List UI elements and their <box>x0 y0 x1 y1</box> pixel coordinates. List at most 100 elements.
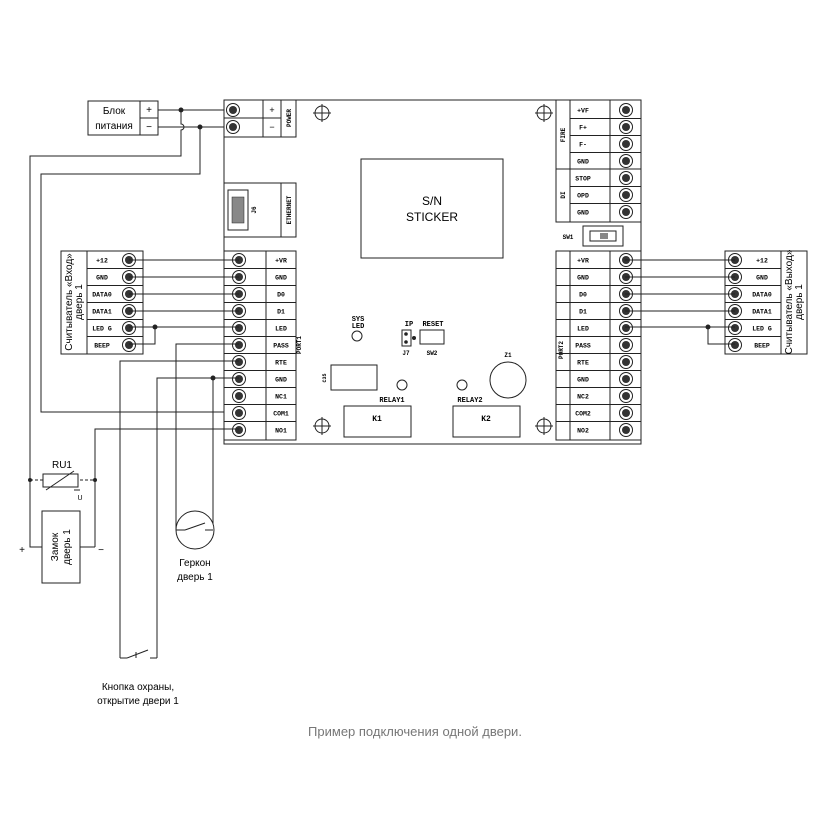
ethernet-jack-label: J6 <box>251 206 258 214</box>
reader-entry-wires <box>129 259 239 345</box>
port2-pins-screw-5 <box>619 338 633 352</box>
c35-component <box>330 364 378 391</box>
port1-pins-label-4: LED <box>275 326 287 333</box>
reader-entry: Считыватель «Вход» дверь 1 +12GNDDATA0DA… <box>60 250 144 355</box>
button-label-1: Кнопка охраны, <box>102 682 174 693</box>
reader-entry-title-1: Считыватель «Вход» <box>64 253 75 351</box>
reader-exit-pins-label-3: DATA1 <box>752 309 772 316</box>
port2-label: PORT2 <box>558 341 565 359</box>
port2-pins-screw-9 <box>619 406 633 420</box>
lock-label-1: Замок <box>50 532 61 561</box>
reader-entry-pins-label-0: +12 <box>96 258 108 265</box>
varistor-ru1: RU1 U <box>28 460 97 502</box>
reader-exit-wires <box>625 259 735 345</box>
relay1-led-icon <box>396 379 408 391</box>
relay2-label: RELAY2 <box>457 397 482 405</box>
port1-label: PORT1 <box>296 336 303 354</box>
port1-pins-label-8: NC1 <box>275 394 287 401</box>
ethernet-jack: J6 ETHERNET <box>223 182 297 238</box>
fire-pins-label-1: F+ <box>579 125 587 132</box>
port2-pins-screw-4 <box>619 321 633 335</box>
j7-jumper <box>401 329 412 347</box>
ip-label: IP <box>405 321 413 329</box>
power-terminal-screw-minus <box>226 120 240 134</box>
port1-pins-label-0: +VR <box>275 258 287 265</box>
power-terminal-minus: − <box>269 122 274 132</box>
relay-k2 <box>452 405 521 438</box>
reset-button-icon <box>419 329 445 345</box>
fire-pins-screw-1 <box>619 120 633 134</box>
reader-entry-pins-label-3: DATA1 <box>92 309 112 316</box>
power-supply-minus: − <box>146 122 152 133</box>
port1-pins-screw-5 <box>232 338 246 352</box>
port2-pins-label-1: GND <box>577 275 589 282</box>
fire-label: FIRE <box>560 127 567 142</box>
fire-pins-screw-0 <box>619 103 633 117</box>
sys-led-label-2: LED <box>352 323 365 331</box>
di-label-0: STOP <box>575 176 591 183</box>
port1-pins-screw-8 <box>232 389 246 403</box>
relay-k1 <box>343 405 412 438</box>
power-terminal-name: POWER <box>286 109 293 127</box>
reader-exit-pins-screw-4 <box>728 321 742 335</box>
lock-plus: + <box>19 545 25 556</box>
port1-pins-label-2: D0 <box>277 292 285 299</box>
reader-entry-pins-label-1: GND <box>96 275 108 282</box>
port1-pins-screw-9 <box>232 406 246 420</box>
port1-pins-label-5: PASS <box>273 343 289 350</box>
sn-sticker <box>360 158 504 259</box>
power-terminal-plus: + <box>269 105 274 115</box>
reader-entry-pins-label-4: LED G <box>92 326 112 333</box>
sticker-line2: STICKER <box>406 210 458 224</box>
door-lock: Замок дверь 1 + − <box>19 480 104 584</box>
port2-pins-label-10: NO2 <box>577 428 589 435</box>
sticker-line1: S/N <box>422 194 442 208</box>
fire-pins-screw-3 <box>619 154 633 168</box>
mounting-holes <box>313 104 553 435</box>
k1-label: K1 <box>372 415 382 424</box>
reed-switch: Геркон дверь 1 <box>175 510 215 583</box>
port1-pins-label-9: COM1 <box>273 411 289 418</box>
reader-exit-pins-label-5: BEEP <box>754 343 770 350</box>
door-wires <box>94 343 239 658</box>
di-label-1: OPD <box>577 193 589 200</box>
port2-pins-label-8: NC2 <box>577 394 589 401</box>
port2-pins-label-6: RTE <box>577 360 589 367</box>
port1-pins-label-1: GND <box>275 275 287 282</box>
port1-pins-label-7: GND <box>275 377 287 384</box>
reader-exit: Считыватель «Выход» дверь 1 +12GNDDATA0D… <box>724 249 808 355</box>
diagram-caption: Пример подключения одной двери. <box>308 724 522 739</box>
varistor-u-label: U <box>77 495 82 502</box>
reset-label: RESET <box>422 321 443 329</box>
port2-pins-label-9: COM2 <box>575 411 591 418</box>
button-label-2: открытие двери 1 <box>97 696 179 707</box>
port2-pins-screw-6 <box>619 355 633 369</box>
board-components: SYS LED IP RESET J7 SW2 C35 RELAY1 RELAY… <box>322 316 527 438</box>
port1-pins-screw-6 <box>232 355 246 369</box>
port1-pins-label-3: D1 <box>277 309 285 316</box>
port2-pins-label-2: D0 <box>579 292 587 299</box>
sw2-label: SW2 <box>427 350 438 357</box>
reader-exit-pins-screw-5 <box>728 338 742 352</box>
reader-exit-pins-label-1: GND <box>756 275 768 282</box>
port2-pins-screw-8 <box>619 389 633 403</box>
di-screw-1 <box>619 188 633 202</box>
reader-entry-pins-label-5: BEEP <box>94 343 110 350</box>
lock-label-2: дверь 1 <box>62 529 73 565</box>
fire-pins-label-0: +VF <box>577 108 589 115</box>
buzzer-z1-icon <box>489 361 527 399</box>
reader-exit-title-2: дверь 1 <box>794 284 805 320</box>
di-screw-2 <box>619 205 633 219</box>
ethernet-label: ETHERNET <box>286 195 293 224</box>
relay2-led-icon <box>456 379 468 391</box>
port2-pins-label-3: D1 <box>579 309 587 316</box>
reader-entry-pins-screw-5 <box>122 338 136 352</box>
fire-pins-screw-2 <box>619 137 633 151</box>
j7-label: J7 <box>402 350 410 357</box>
z1-label: Z1 <box>504 352 512 359</box>
reader-exit-title-1: Считыватель «Выход» <box>784 249 795 354</box>
fire-pins-label-3: GND <box>577 159 589 166</box>
